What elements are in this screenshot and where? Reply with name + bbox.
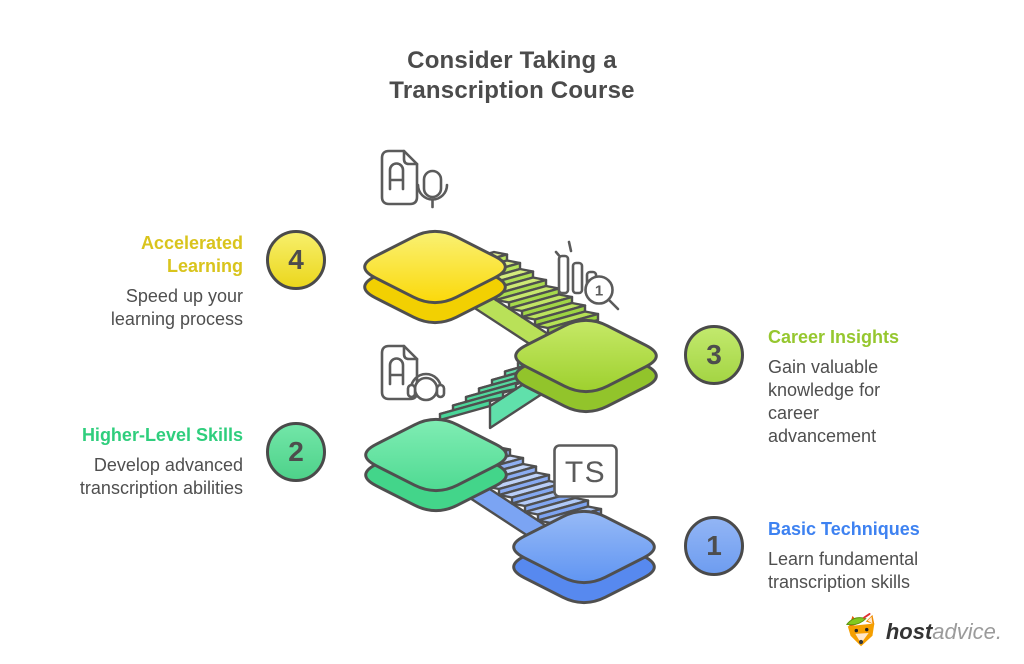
- hostadvice-logo: hostadvice.: [843, 612, 1002, 652]
- step-2-title: Higher-Level Skills: [81, 425, 243, 445]
- step-2-label: Higher-Level Skills Develop advanced tra…: [75, 424, 243, 500]
- step-4-label: Accelerated Learning Speed up your learn…: [98, 232, 243, 331]
- step-4-number: 4: [288, 244, 304, 275]
- step-3-title: Career Insights: [768, 327, 900, 347]
- title-line-2: Transcription Course: [389, 77, 635, 104]
- wordmark-advice: advice.: [932, 619, 1002, 644]
- step-4-badge: 4: [266, 230, 326, 290]
- step-1-badge: 1: [684, 516, 744, 576]
- step-3-number: 3: [706, 339, 722, 370]
- step-1-description: Learn fundamental transcription skills: [768, 549, 919, 592]
- title-line-1: Consider Taking a: [407, 47, 617, 74]
- step-3-description: Gain valuable knowledge for career advan…: [768, 357, 881, 446]
- step-1-label: Basic Techniques Learn fundamental trans…: [768, 518, 953, 594]
- ts-label: TS: [565, 456, 606, 489]
- step-4-description: Speed up your learning process: [110, 286, 243, 329]
- step-2-description: Develop advanced transcription abilities: [79, 455, 243, 498]
- step-1-number: 1: [706, 530, 722, 561]
- step-1-title: Basic Techniques: [768, 519, 920, 539]
- chart-magnifier-icon: 1: [554, 240, 620, 311]
- step-3-label: Career Insights Gain valuable knowledge …: [768, 326, 923, 448]
- step-4-title: Accelerated Learning: [140, 233, 243, 276]
- infographic-title: Consider Taking a Transcription Course: [0, 46, 1024, 106]
- magnifier-number: 1: [595, 283, 603, 300]
- ts-square-icon: TS: [553, 444, 618, 498]
- hostadvice-wordmark: hostadvice.: [886, 612, 1002, 652]
- document-headphones-icon: [380, 344, 446, 402]
- step-3-badge: 3: [684, 325, 744, 385]
- wordmark-host: host: [885, 619, 933, 644]
- fox-mascot-icon: [845, 613, 875, 647]
- step-2-badge: 2: [266, 422, 326, 482]
- document-mic-icon: [380, 149, 449, 209]
- step-2-number: 2: [288, 436, 304, 467]
